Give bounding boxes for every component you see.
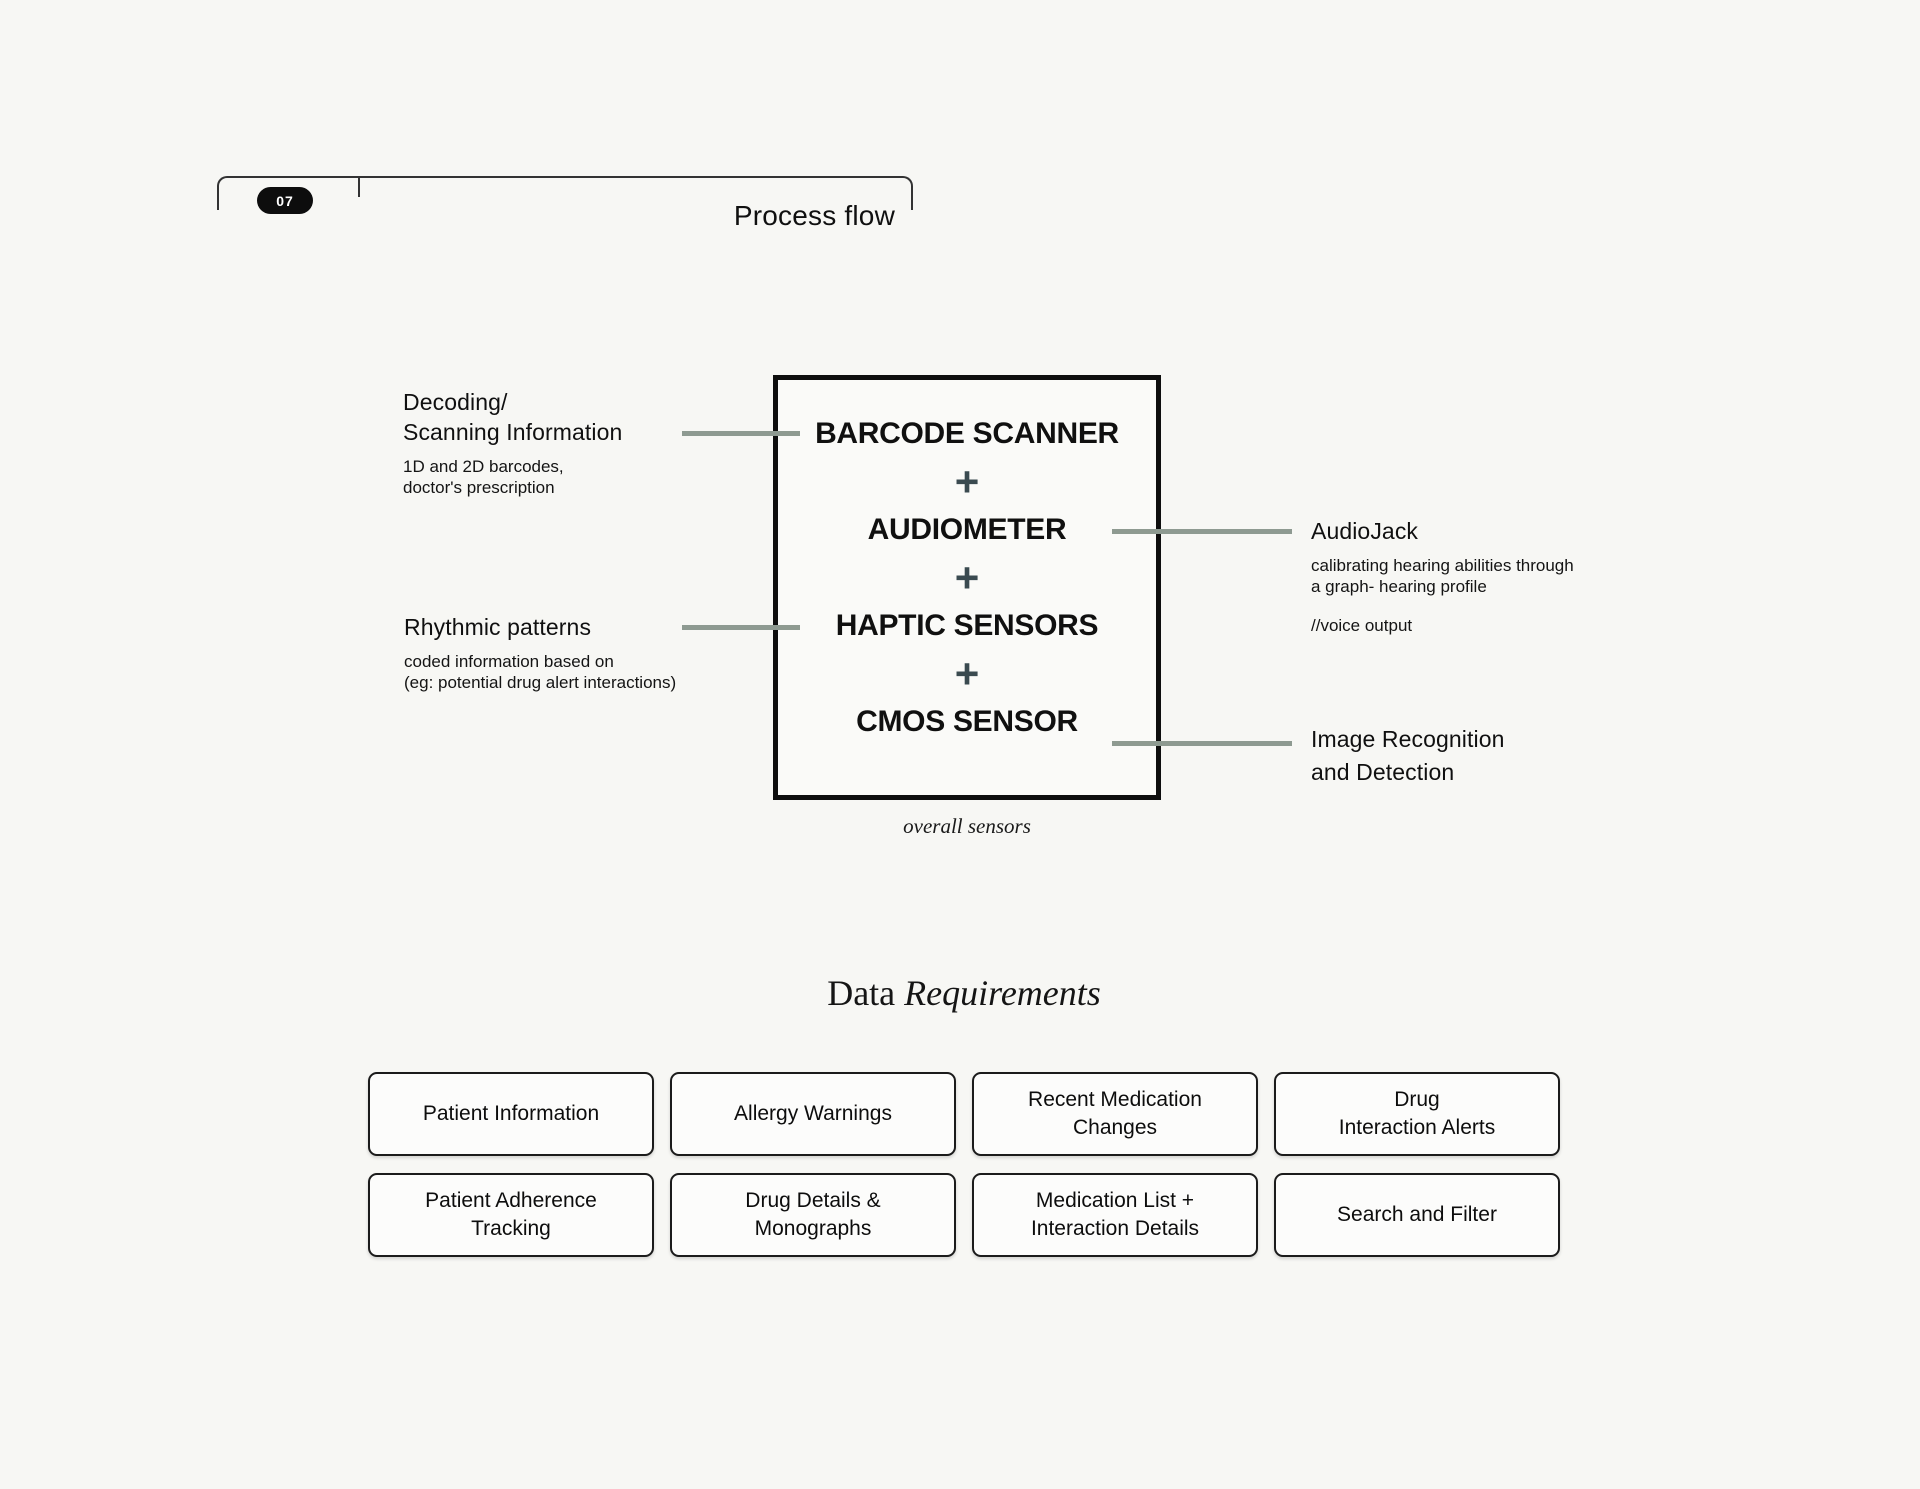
- requirement-card-recent-medication-changes: Recent Medication Changes: [972, 1072, 1258, 1156]
- requirement-card-drug-details-monographs: Drug Details & Monographs: [670, 1173, 956, 1257]
- annotation-detail: calibrating hearing abilities through a …: [1311, 556, 1574, 596]
- annotation-heading: Image Recognition and Detection: [1311, 726, 1505, 785]
- requirement-card-drug-interaction-alerts: Drug Interaction Alerts: [1274, 1072, 1560, 1156]
- plus-separator: +: [954, 553, 980, 601]
- sensor-item-cmos-sensor: CMOS SENSOR: [856, 704, 1078, 738]
- annotation-voice-note: //voice output: [1311, 616, 1413, 635]
- annotation-image-recognition: Image Recognition and Detection: [1311, 723, 1504, 789]
- connector-line-audiometer: [1112, 529, 1292, 534]
- section-header: 07 Process flow: [217, 176, 913, 231]
- connector-line-cmos: [1112, 741, 1292, 746]
- card-label: Medication List + Interaction Details: [1030, 1189, 1200, 1240]
- sensor-item-haptic-sensors: HAPTIC SENSORS: [835, 608, 1099, 642]
- requirement-card-patient-information: Patient Information: [368, 1072, 654, 1156]
- plus-separator: +: [954, 457, 980, 505]
- annotation-rhythmic: Rhythmic patterns coded information base…: [404, 612, 676, 693]
- annotation-detail: 1D and 2D barcodes, doctor's prescriptio…: [403, 457, 564, 497]
- requirement-card-search-and-filter: Search and Filter: [1274, 1173, 1560, 1257]
- card-label: Recent Medication Changes: [1028, 1088, 1202, 1139]
- annotation-heading: Rhythmic patterns: [404, 614, 592, 640]
- annotation-heading: Decoding/ Scanning Information: [403, 389, 623, 445]
- connector-line-haptic: [682, 625, 800, 630]
- card-label: Drug Details & Monographs: [745, 1189, 881, 1240]
- connector-line-barcode: [682, 431, 800, 436]
- sensors-box: BARCODE SCANNER + AUDIOMETER + HAPTIC SE…: [773, 375, 1161, 800]
- title-word-regular: Data: [827, 973, 896, 1013]
- requirements-grid: Patient Information Allergy Warnings Rec…: [368, 1072, 1560, 1257]
- sensors-caption: overall sensors: [903, 814, 1031, 838]
- requirement-card-allergy-warnings: Allergy Warnings: [670, 1072, 956, 1156]
- requirement-card-medication-list-interaction-details: Medication List + Interaction Details: [972, 1173, 1258, 1257]
- annotation-detail: coded information based on (eg: potentia…: [404, 652, 677, 692]
- card-label: Patient Adherence Tracking: [425, 1189, 597, 1240]
- requirement-card-patient-adherence-tracking: Patient Adherence Tracking: [368, 1173, 654, 1257]
- card-label: Allergy Warnings: [734, 1102, 892, 1125]
- annotation-heading: AudioJack: [1311, 518, 1419, 544]
- annotation-audiojack: AudioJack calibrating hearing abilities …: [1311, 516, 1574, 636]
- page-number: 07: [276, 192, 294, 209]
- plus-separator: +: [954, 649, 980, 697]
- card-label: Patient Information: [422, 1102, 600, 1125]
- annotation-decoding: Decoding/ Scanning Information 1D and 2D…: [403, 387, 622, 498]
- sensor-item-barcode-scanner: BARCODE SCANNER: [815, 416, 1119, 450]
- card-label: Search and Filter: [1337, 1203, 1497, 1226]
- section-title: Process flow: [733, 200, 895, 231]
- header-tick-mark: [358, 176, 360, 197]
- sensor-item-audiometer: AUDIOMETER: [867, 512, 1067, 546]
- card-label: Drug Interaction Alerts: [1338, 1088, 1496, 1139]
- title-word-italic: Requirements: [904, 973, 1101, 1013]
- page-number-badge: 07: [257, 187, 313, 214]
